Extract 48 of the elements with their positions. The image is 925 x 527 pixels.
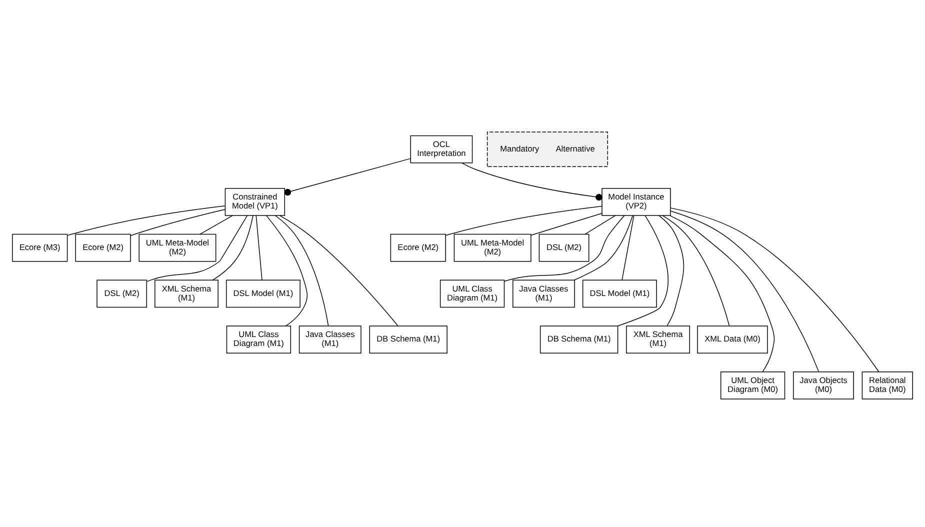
node-box: UML Class Diagram (M1) [226,325,292,353]
connector [274,214,329,326]
connector [617,214,668,326]
node-box: UML Meta-Model (M2) [454,233,532,262]
legend-label: Mandatory [500,144,540,153]
node-box: Java Classes (M1) [298,325,362,353]
node-box: UML Object Diagram (M0) [720,371,786,399]
connector [199,214,233,234]
node-box: Ecore (M3) [12,233,68,262]
node-box: OCL Interpretation [410,134,473,163]
connector [670,210,820,372]
connector [67,205,226,236]
connector [530,212,602,236]
connector [574,214,634,280]
node-box: Model Instance (VP2) [602,188,671,216]
node-box: DB Schema (M1) [540,325,618,353]
node-box: Java Classes (M1) [512,279,575,308]
node-box: Constrained Model (VP1) [224,188,286,216]
node-box: XML Data (M0) [697,325,768,353]
connector [658,214,684,326]
node-box: UML Meta-Model (M2) [138,233,216,262]
node-box: DSL Model (M1) [582,279,657,308]
connector [504,214,625,282]
node-box: Relational Data (M0) [862,371,913,399]
connector [670,214,775,372]
legend-label: Alternative [556,144,595,153]
connector [284,158,411,196]
node-box: XML Schema (M1) [626,325,690,353]
node-box: DSL (M2) [96,279,148,308]
connector [670,207,880,372]
connector [212,214,254,280]
connector [130,208,226,236]
connector [584,214,616,234]
node-box: Java Objects (M0) [793,371,854,399]
connector [446,205,602,236]
node-box: DSL Model (M1) [226,279,300,308]
connector [662,214,730,326]
connector [279,214,398,326]
node-box: DSL (M2) [538,233,590,262]
connector [461,162,602,200]
connector [146,214,248,282]
node-box: UML Class Diagram (M1) [440,279,505,308]
connector [622,214,634,280]
node-box: Ecore (M2) [75,233,131,262]
connector [256,214,262,280]
node-box: Ecore (M2) [390,233,446,262]
node-box: DB Schema (M1) [369,325,448,353]
node-box: XML Schema (M1) [154,279,218,308]
